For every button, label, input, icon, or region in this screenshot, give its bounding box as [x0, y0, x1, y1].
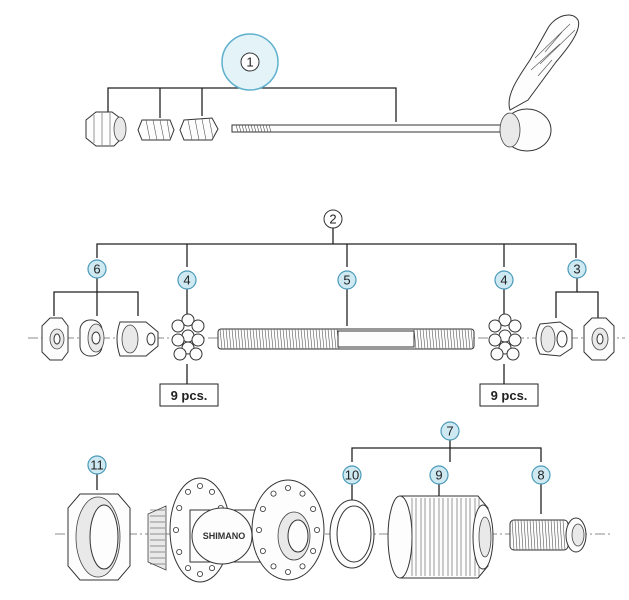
callout-2[interactable]: 2	[323, 209, 343, 229]
quick-release-assembly: 1	[85, 14, 580, 152]
leader-6-bracket	[53, 291, 139, 316]
qr-cam-lever	[499, 14, 580, 152]
freehub-body	[387, 495, 494, 579]
callout-6[interactable]: 6	[87, 259, 107, 279]
callout-3[interactable]: 3	[567, 259, 587, 279]
callout-1[interactable]: 1	[221, 33, 279, 91]
qr-spring-left	[137, 119, 175, 141]
qr-skewer-rod	[231, 124, 511, 133]
svg-text:10: 10	[345, 468, 359, 483]
lock-nut-left	[41, 317, 69, 361]
hub-axle	[217, 328, 475, 350]
leader-1-bracket	[107, 87, 397, 122]
cone-right	[535, 321, 573, 357]
freehub-bolt	[509, 517, 587, 553]
callout-4-right[interactable]: 4	[494, 270, 514, 290]
callout-9[interactable]: 9	[429, 465, 449, 485]
svg-text:4: 4	[183, 273, 190, 288]
bearing-balls-left	[171, 313, 205, 361]
qr-spring-right	[179, 117, 219, 141]
leader-7-bracket	[351, 447, 542, 462]
spacer-washer-left	[79, 319, 105, 357]
callout-7[interactable]: 7	[440, 421, 460, 441]
svg-text:3: 3	[573, 262, 580, 277]
svg-text:8: 8	[537, 468, 544, 483]
svg-text:5: 5	[343, 273, 350, 288]
svg-text:9 pcs.: 9 pcs.	[491, 388, 528, 403]
qty-box-right: 9 pcs.	[479, 383, 539, 407]
callout-8[interactable]: 8	[531, 465, 551, 485]
svg-text:4: 4	[500, 273, 507, 288]
freehub-spacer	[329, 499, 375, 569]
cone-left	[116, 321, 159, 357]
hub-shell: SHIMANO	[147, 477, 325, 583]
svg-text:6: 6	[93, 262, 100, 277]
leader-2-bracket	[96, 243, 577, 258]
callout-10[interactable]: 10	[342, 465, 362, 485]
dust-cap	[67, 493, 131, 581]
bearing-balls-right	[488, 313, 522, 361]
qr-adjusting-nut	[85, 111, 127, 147]
callout-5[interactable]: 5	[337, 270, 357, 290]
svg-text:9 pcs.: 9 pcs.	[171, 388, 208, 403]
qty-box-left: 9 pcs.	[159, 383, 219, 407]
callout-1-label: 1	[246, 55, 253, 70]
svg-text:11: 11	[90, 458, 104, 473]
hub-body-assembly: SHIMANO 11	[55, 421, 612, 583]
lock-nut-right	[583, 317, 615, 361]
svg-text:9: 9	[435, 468, 442, 483]
axle-assembly: 9 pcs. 9 pcs. 2 6 4 5 4 3	[28, 209, 625, 407]
callout-4-left[interactable]: 4	[177, 270, 197, 290]
leader-3-bracket	[555, 291, 599, 318]
svg-text:7: 7	[446, 424, 453, 439]
callout-1-badge	[240, 52, 260, 72]
brand-text: SHIMANO	[203, 531, 246, 541]
callout-11[interactable]: 11	[87, 455, 107, 475]
svg-text:2: 2	[329, 212, 336, 227]
